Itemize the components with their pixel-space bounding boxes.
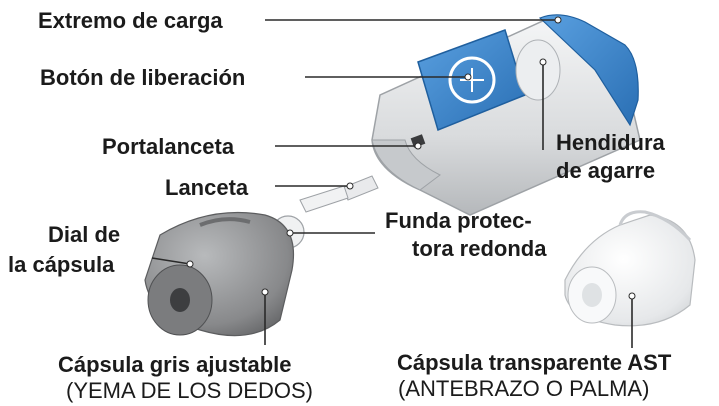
- label-grip-slot-line1: Hendidura: [556, 130, 665, 155]
- lancet: [299, 175, 379, 213]
- device-front-opening: [371, 139, 441, 191]
- label-gray-cap-title: Cápsula gris ajustable: [58, 352, 292, 377]
- label-lancet-holder: Portalanceta: [102, 134, 235, 159]
- device-grip-slot: [515, 39, 561, 101]
- label-clear-cap-sub: (ANTEBRAZO O PALMA): [398, 376, 650, 401]
- label-clear-cap-title: Cápsula transparente AST: [397, 350, 672, 375]
- label-lancet: Lanceta: [165, 175, 249, 200]
- label-round-cover-line2: tora redonda: [412, 236, 547, 261]
- label-grip-slot-line2: de agarre: [556, 158, 656, 183]
- label-loading-end: Extremo de carga: [38, 8, 223, 33]
- device-loading-end-blue: [538, 14, 639, 127]
- leader-lines: [151, 16, 636, 348]
- bayer-cross-logo: [448, 56, 496, 104]
- lancing-device: [371, 14, 641, 216]
- label-cap-dial-line2: la cápsula: [8, 252, 115, 277]
- label-gray-cap-sub: (YEMA DE LOS DEDOS): [66, 378, 313, 403]
- gray-cap: [144, 211, 295, 337]
- leader-cap-dial: [151, 257, 191, 265]
- clear-cap: [564, 210, 696, 327]
- label-release-button: Botón de liberación: [40, 65, 246, 90]
- label-cap-dial-line1: Dial de: [48, 222, 121, 247]
- label-round-cover-line1: Funda protec-: [385, 208, 532, 233]
- lancet-holder-tip: [410, 134, 426, 148]
